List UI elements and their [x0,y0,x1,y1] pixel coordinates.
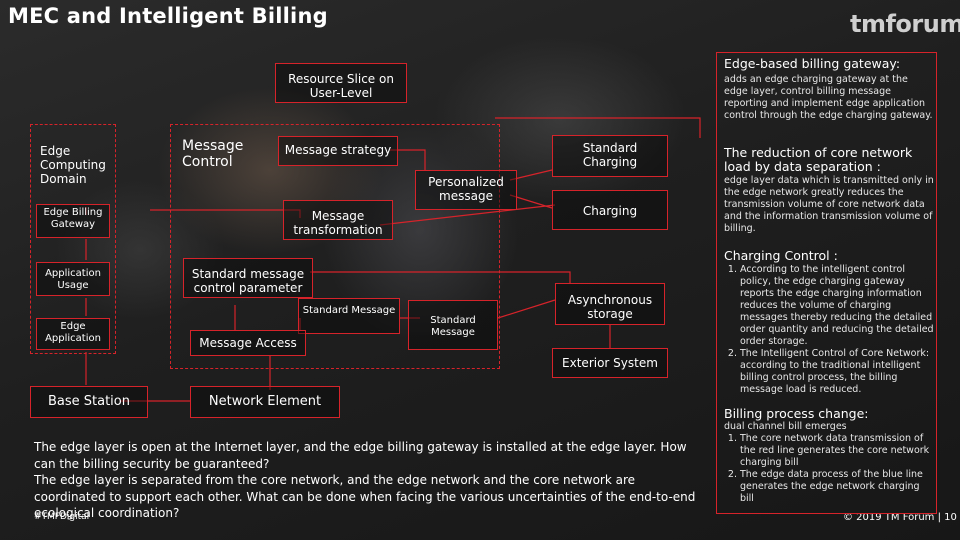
standard-charging-label: Standard Charging [582,141,638,169]
base-station-label: Base Station [47,394,130,409]
standard-message-box-1 [298,298,400,334]
standard-message-label-2: Standard Message [430,315,476,338]
page-title: MEC and Intelligent Billing [8,4,328,28]
network-element-box [190,386,340,418]
question-billing-security: The edge layer is open at the Internet l… [34,440,687,471]
load-section: The reduction of core network load by da… [724,146,934,235]
charging-label: Charging [582,204,638,218]
tmforum-logo: tmforum [850,10,960,38]
standard-message-control-parameter-label: Standard message control parameter [191,267,305,295]
message-control-label: Message Control [182,138,244,170]
personalized-message-label: Personalized message [428,175,504,203]
standard-message-label-1: Standard Message [302,305,396,316]
control-heading: Charging Control : [724,248,838,263]
edge-billing-gateway-label: Edge Billing Gateway [43,207,103,230]
base-station-box [30,386,148,418]
message-transformation-box [283,200,393,240]
gateway-text: adds an edge charging gateway at the edg… [724,74,933,121]
message-access-box [190,330,306,356]
load-text: edge layer data which is transmitted onl… [724,175,934,234]
control-section: Charging Control : According to the inte… [724,249,934,396]
standard-charging-box [552,135,668,177]
edge-application-box [36,318,110,350]
edge-computing-domain-group [30,124,116,354]
change-section: Billing process change: dual channel bil… [724,407,934,505]
message-strategy-label: Message strategy [284,143,392,157]
network-element-label: Network Element [208,394,322,409]
gateway-heading: Edge-based billing gateway: [724,56,901,71]
exterior-system-box [552,348,668,378]
control-item-2: The Intelligent Control of Core Network:… [740,348,934,396]
message-access-label: Message Access [199,336,297,350]
question-coordination: The edge layer is separated from the cor… [34,473,696,520]
hashtag: #TMFDigital [34,512,90,522]
change-heading: Billing process change: [724,406,869,421]
personalized-message-box [415,170,517,210]
asynchronous-storage-box [555,283,665,325]
application-usage-box [36,262,110,296]
resource-slice-box [275,63,407,103]
edge-application-label: Edge Application [45,321,101,344]
copyright: © 2019 TM Forum | 10 [843,512,957,523]
load-heading: The reduction of core network load by da… [724,145,913,174]
resource-slice-label: Resource Slice on User-Level [288,72,394,100]
change-item-2: The edge data process of the blue line g… [740,469,934,505]
control-item-1: According to the intelligent control pol… [740,264,934,348]
gateway-section: Edge-based billing gateway: adds an edge… [724,57,934,122]
charging-box [552,190,668,230]
right-panel-frame [716,52,937,514]
message-transformation-label: Message transformation [293,209,383,237]
message-strategy-box [278,136,398,166]
message-control-group [170,124,500,369]
standard-message-control-parameter-box [183,258,313,298]
change-item-1: The core network data transmission of th… [740,433,934,469]
control-list: According to the intelligent control pol… [724,264,934,396]
bottom-questions: The edge layer is open at the Internet l… [34,439,702,522]
edge-computing-domain-label: Edge Computing Domain [40,144,106,186]
change-intro: dual channel bill emerges [724,421,847,432]
standard-message-box-2 [408,300,498,350]
application-usage-label: Application Usage [45,268,101,291]
change-list: The core network data transmission of th… [724,433,934,505]
edge-billing-gateway-box [36,204,110,238]
exterior-system-label: Exterior System [562,356,658,370]
asynchronous-storage-label: Asynchronous storage [567,293,653,321]
